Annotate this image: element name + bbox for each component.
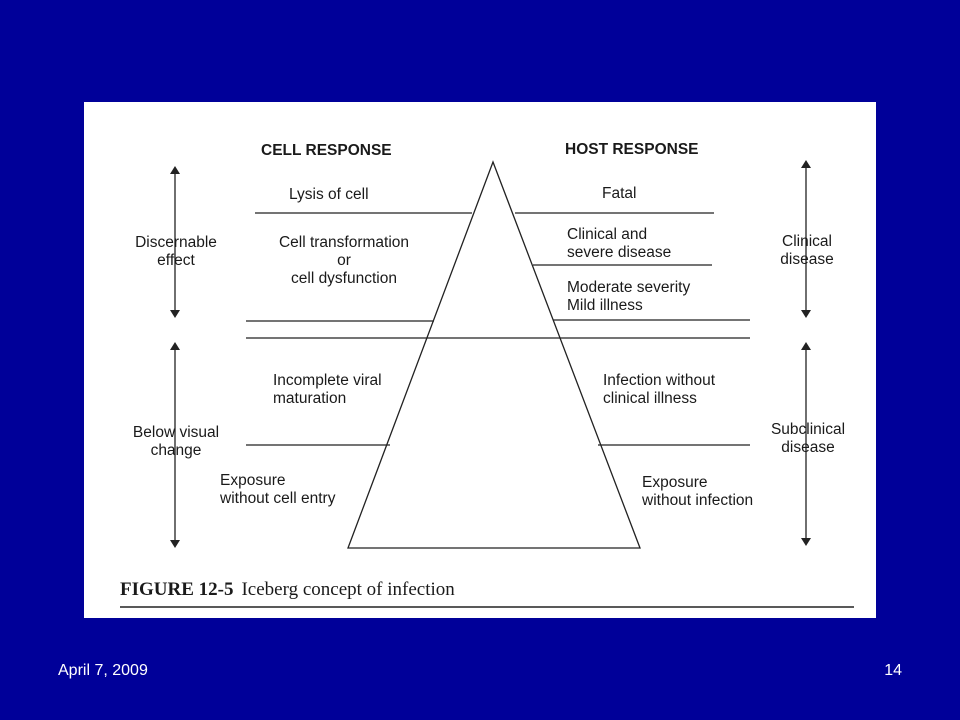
moderate-severity-label-line-2: Mild illness bbox=[567, 297, 643, 314]
figure-title: Iceberg concept of infection bbox=[241, 579, 455, 600]
cell-transformation-label-line-2: or bbox=[337, 252, 351, 269]
fatal-label: Fatal bbox=[602, 185, 636, 202]
footer-date: April 7, 2009 bbox=[58, 662, 148, 679]
iceberg-triangle bbox=[347, 160, 641, 549]
clinical-disease-label-line-1: Clinical bbox=[782, 233, 832, 250]
below-visual-change-label-line-1: Below visual bbox=[133, 424, 219, 441]
infection-without-illness-label-line-1: Infection without bbox=[603, 372, 716, 389]
lysis-of-cell-label-line-1: Lysis of cell bbox=[289, 186, 369, 203]
incomplete-maturation-label-line-2: maturation bbox=[273, 390, 346, 407]
exposure-without-cell-entry-label-line-2: without cell entry bbox=[219, 490, 336, 507]
host-response-header: HOST RESPONSE bbox=[565, 141, 699, 158]
figure-number: FIGURE 12-5 bbox=[120, 579, 233, 600]
cell-response-header: CELL RESPONSE bbox=[261, 142, 392, 159]
exposure-without-infection-label-line-2: without infection bbox=[641, 492, 753, 509]
footer-page-number: 14 bbox=[884, 662, 902, 679]
below-visual-change-label-line-2: change bbox=[151, 442, 202, 459]
cell-transformation-label-line-3: cell dysfunction bbox=[291, 270, 397, 287]
subclinical-disease-label-line-1: Subclinical bbox=[771, 421, 845, 438]
clinical-severe-disease-label-line-1: Clinical and bbox=[567, 226, 647, 243]
cell-transformation-label-line-1: Cell transformation bbox=[279, 234, 409, 251]
exposure-without-infection-label-line-1: Exposure bbox=[642, 474, 707, 491]
fatal-label-line-1: Fatal bbox=[602, 185, 636, 202]
figure-caption: FIGURE 12-5 Iceberg concept of infection bbox=[120, 579, 455, 600]
subclinical-disease-label-line-2: disease bbox=[781, 439, 834, 456]
incomplete-maturation-label-line-1: Incomplete viral bbox=[273, 372, 382, 389]
lysis-of-cell-label: Lysis of cell bbox=[289, 186, 369, 203]
infection-without-illness-label-line-2: clinical illness bbox=[603, 390, 697, 407]
discernable-effect-label-line-1: Discernable bbox=[135, 234, 217, 251]
exposure-without-cell-entry-label-line-1: Exposure bbox=[220, 472, 285, 489]
discernable-effect-label-line-2: effect bbox=[157, 252, 195, 269]
clinical-severe-disease-label-line-2: severe disease bbox=[567, 244, 671, 261]
moderate-severity-label-line-1: Moderate severity bbox=[567, 279, 690, 296]
clinical-disease-label-line-2: disease bbox=[780, 251, 833, 268]
